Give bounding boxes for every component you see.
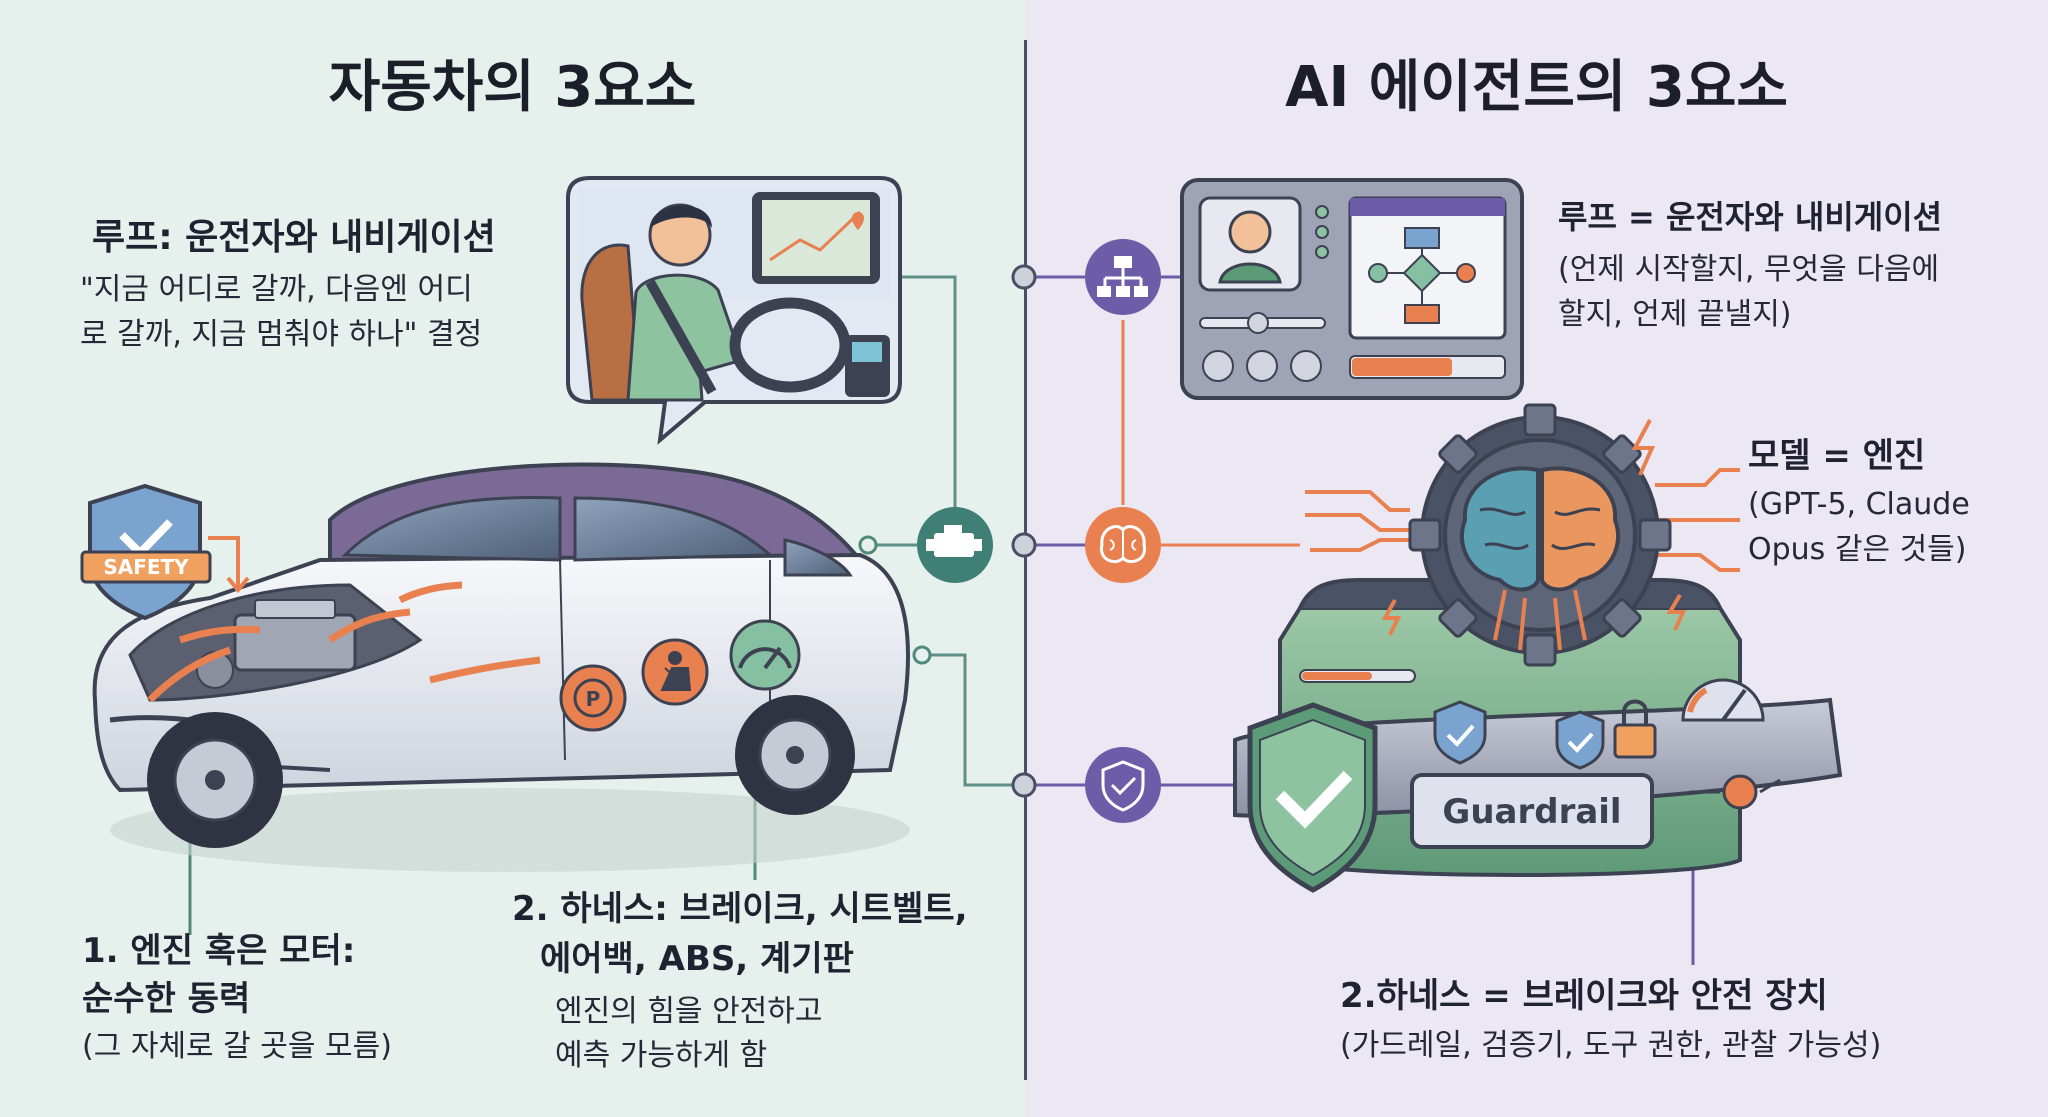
left-harness-heading-1: 2. 하네스: 브레이크, 시트벨트, [512, 889, 968, 929]
right-loop-heading: 루프 = 운전자와 내비게이션 [1558, 198, 1943, 236]
left-loop-line-1: "지금 어디로 갈까, 다음엔 어디 [80, 272, 473, 307]
agent-console [1180, 178, 1524, 400]
shield-check-icon [1085, 747, 1161, 823]
safety-shield-icon [80, 483, 250, 621]
parking-brake-icon: P [559, 664, 627, 732]
right-model-line-1: (GPT-5, Claude [1748, 487, 1970, 522]
right-model-heading: 모델 = 엔진 [1748, 436, 1926, 476]
right-harness-note: (가드레일, 검증기, 도구 권한, 관찰 가능성) [1340, 1028, 1882, 1063]
right-loop-line-1: (언제 시작할지, 무엇을 다음에 [1558, 252, 1940, 287]
right-model-line-2: Opus 같은 것들) [1748, 532, 1967, 567]
engine-icon [917, 507, 993, 583]
left-engine-heading-2: 순수한 동력 [82, 979, 251, 1019]
left-loop-heading: 루프: 운전자와 내비게이션 [92, 217, 496, 258]
car-wheels [147, 695, 855, 848]
flowchart-icon [1085, 239, 1161, 315]
left-harness-line-1: 엔진의 힘을 안전하고 [555, 994, 823, 1029]
brain-icon [1085, 507, 1161, 583]
gauge-icon [729, 619, 801, 691]
gauge-icon [1681, 678, 1765, 722]
seatbelt-icon [641, 638, 709, 706]
shield-check-icon [1433, 700, 1487, 765]
driver-scene [566, 176, 902, 445]
left-harness-line-2: 예측 가능하게 함 [555, 1038, 768, 1073]
right-loop-line-2: 할지, 언제 끝낼지) [1558, 297, 1792, 332]
left-title: 자동차의 3요소 [328, 55, 697, 120]
center-divider [1024, 40, 1027, 1080]
guardrail-engine-box: Guardrail [1233, 403, 1843, 893]
left-loop-line-2: 로 갈까, 지금 멈춰야 하나" 결정 [80, 317, 483, 352]
lock-icon [1613, 699, 1657, 759]
shield-check-icon [1555, 710, 1605, 770]
car-illustration: P [92, 462, 910, 872]
svg-text:P: P [586, 687, 601, 711]
shield-check-icon [1247, 702, 1378, 893]
connector-dots [858, 264, 1037, 798]
left-harness-heading-2: 에어백, ABS, 계기판 [540, 939, 854, 979]
safety-badge-label: SAFETY [103, 555, 189, 579]
right-harness-heading: 2.하네스 = 브레이크와 안전 장치 [1340, 976, 1828, 1016]
left-engine-note: (그 자체로 갈 곳을 모름) [82, 1029, 392, 1064]
right-title: AI 에이전트의 3요소 [1285, 55, 1788, 120]
guardrail-label: Guardrail [1442, 792, 1621, 832]
left-engine-heading-1: 1. 엔진 혹은 모터: [82, 931, 356, 971]
belt-dial-icon [1690, 774, 1781, 810]
